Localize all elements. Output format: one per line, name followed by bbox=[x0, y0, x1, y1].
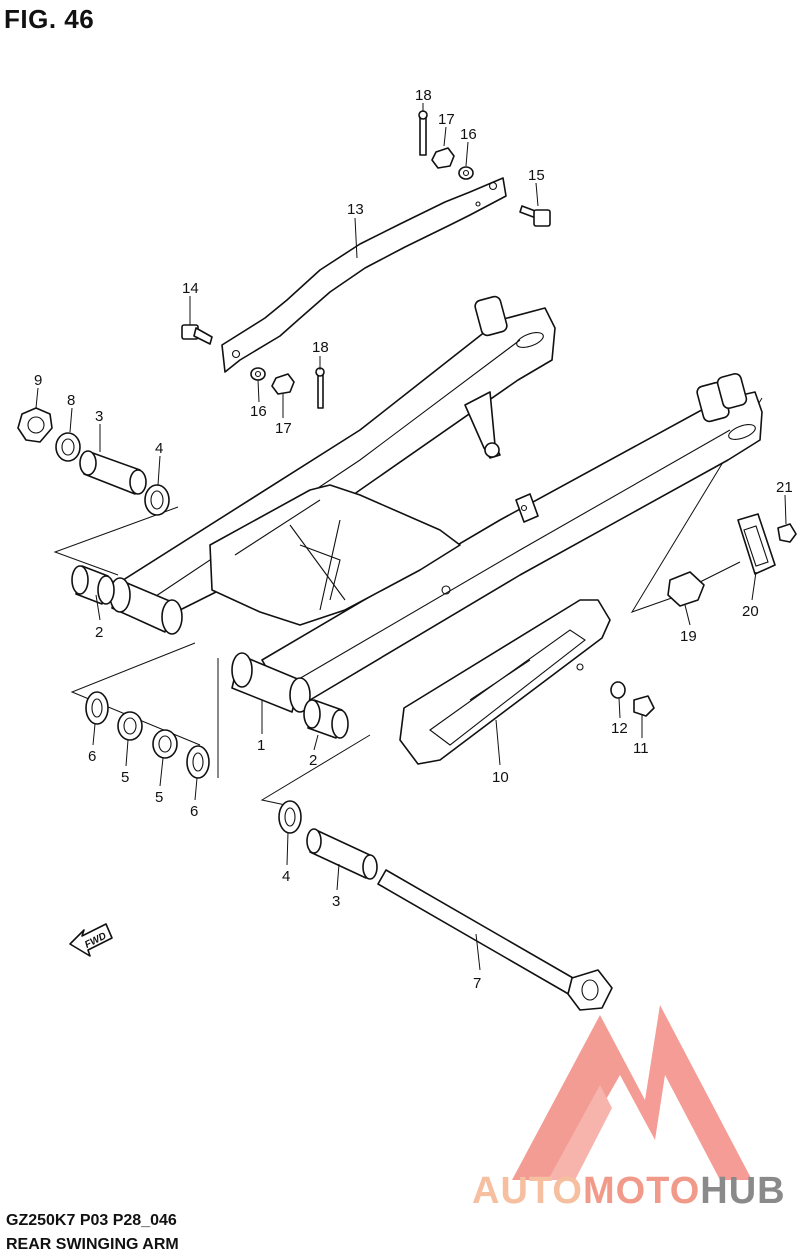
callout-label: 1 bbox=[257, 737, 265, 754]
leader-lines bbox=[35, 103, 787, 971]
chain-adjuster-part bbox=[667, 513, 797, 607]
callout-label: 8 bbox=[67, 392, 75, 409]
callout-label: 11 bbox=[633, 740, 649, 757]
callout-label: 16 bbox=[460, 126, 477, 143]
callout-label: 18 bbox=[415, 87, 432, 104]
callout-label: 12 bbox=[611, 720, 628, 737]
callout-label: 9 bbox=[34, 372, 42, 389]
watermark-auto: AUTO bbox=[472, 1170, 583, 1212]
watermark-hub: HUB bbox=[700, 1170, 786, 1212]
callout-label: 15 bbox=[528, 167, 545, 184]
model-code: GZ250K7 P03 P28_046 bbox=[6, 1212, 177, 1229]
bolt-14-part bbox=[181, 324, 213, 345]
callout-labels: 18 17 16 15 13 14 18 16 17 9 8 3 4 2 21 … bbox=[34, 87, 793, 992]
callout-label: 4 bbox=[155, 440, 163, 457]
callout-label: 13 bbox=[347, 201, 364, 218]
callout-label: 6 bbox=[190, 803, 198, 820]
pivot-seals-part bbox=[85, 691, 210, 779]
callout-label: 6 bbox=[88, 748, 96, 765]
callout-label: 3 bbox=[332, 893, 340, 910]
callout-label: 2 bbox=[309, 752, 317, 769]
figure-title: FIG. 46 bbox=[4, 4, 95, 34]
callout-label: 5 bbox=[155, 789, 163, 806]
callout-label: 2 bbox=[95, 624, 103, 641]
callout-label: 16 bbox=[250, 403, 267, 420]
callout-label: 17 bbox=[275, 420, 292, 437]
callout-label: 7 bbox=[473, 975, 481, 992]
callout-label: 3 bbox=[95, 408, 103, 425]
pivot-shaft-part bbox=[278, 800, 613, 1011]
torque-link-part bbox=[221, 177, 507, 373]
callout-label: 18 bbox=[312, 339, 329, 356]
callout-label: 4 bbox=[282, 868, 290, 885]
callout-label: 21 bbox=[776, 479, 793, 496]
top-hardware-part bbox=[418, 110, 474, 180]
swingarm-part bbox=[109, 295, 763, 713]
callout-label: 14 bbox=[182, 280, 199, 297]
case-hardware-part bbox=[610, 681, 655, 717]
watermark-text: AUTOMOTOHUB bbox=[472, 1170, 786, 1213]
watermark-moto: MOTO bbox=[582, 1170, 701, 1212]
callout-label: 5 bbox=[121, 769, 129, 786]
diagram-name: REAR SWINGING ARM bbox=[6, 1236, 179, 1253]
link-hardware-part bbox=[250, 367, 325, 409]
left-pivot-stack-part bbox=[17, 407, 170, 516]
fwd-arrow-icon: FWD bbox=[69, 923, 113, 957]
automotohub-logo-icon bbox=[512, 1005, 752, 1180]
bolt-15-part bbox=[519, 205, 551, 227]
callout-label: 17 bbox=[438, 111, 455, 128]
callout-label: 10 bbox=[492, 769, 509, 786]
bearing-2-part bbox=[71, 565, 349, 739]
chain-case-part bbox=[399, 585, 611, 765]
callout-label: 19 bbox=[680, 628, 697, 645]
callout-label: 20 bbox=[742, 603, 759, 620]
